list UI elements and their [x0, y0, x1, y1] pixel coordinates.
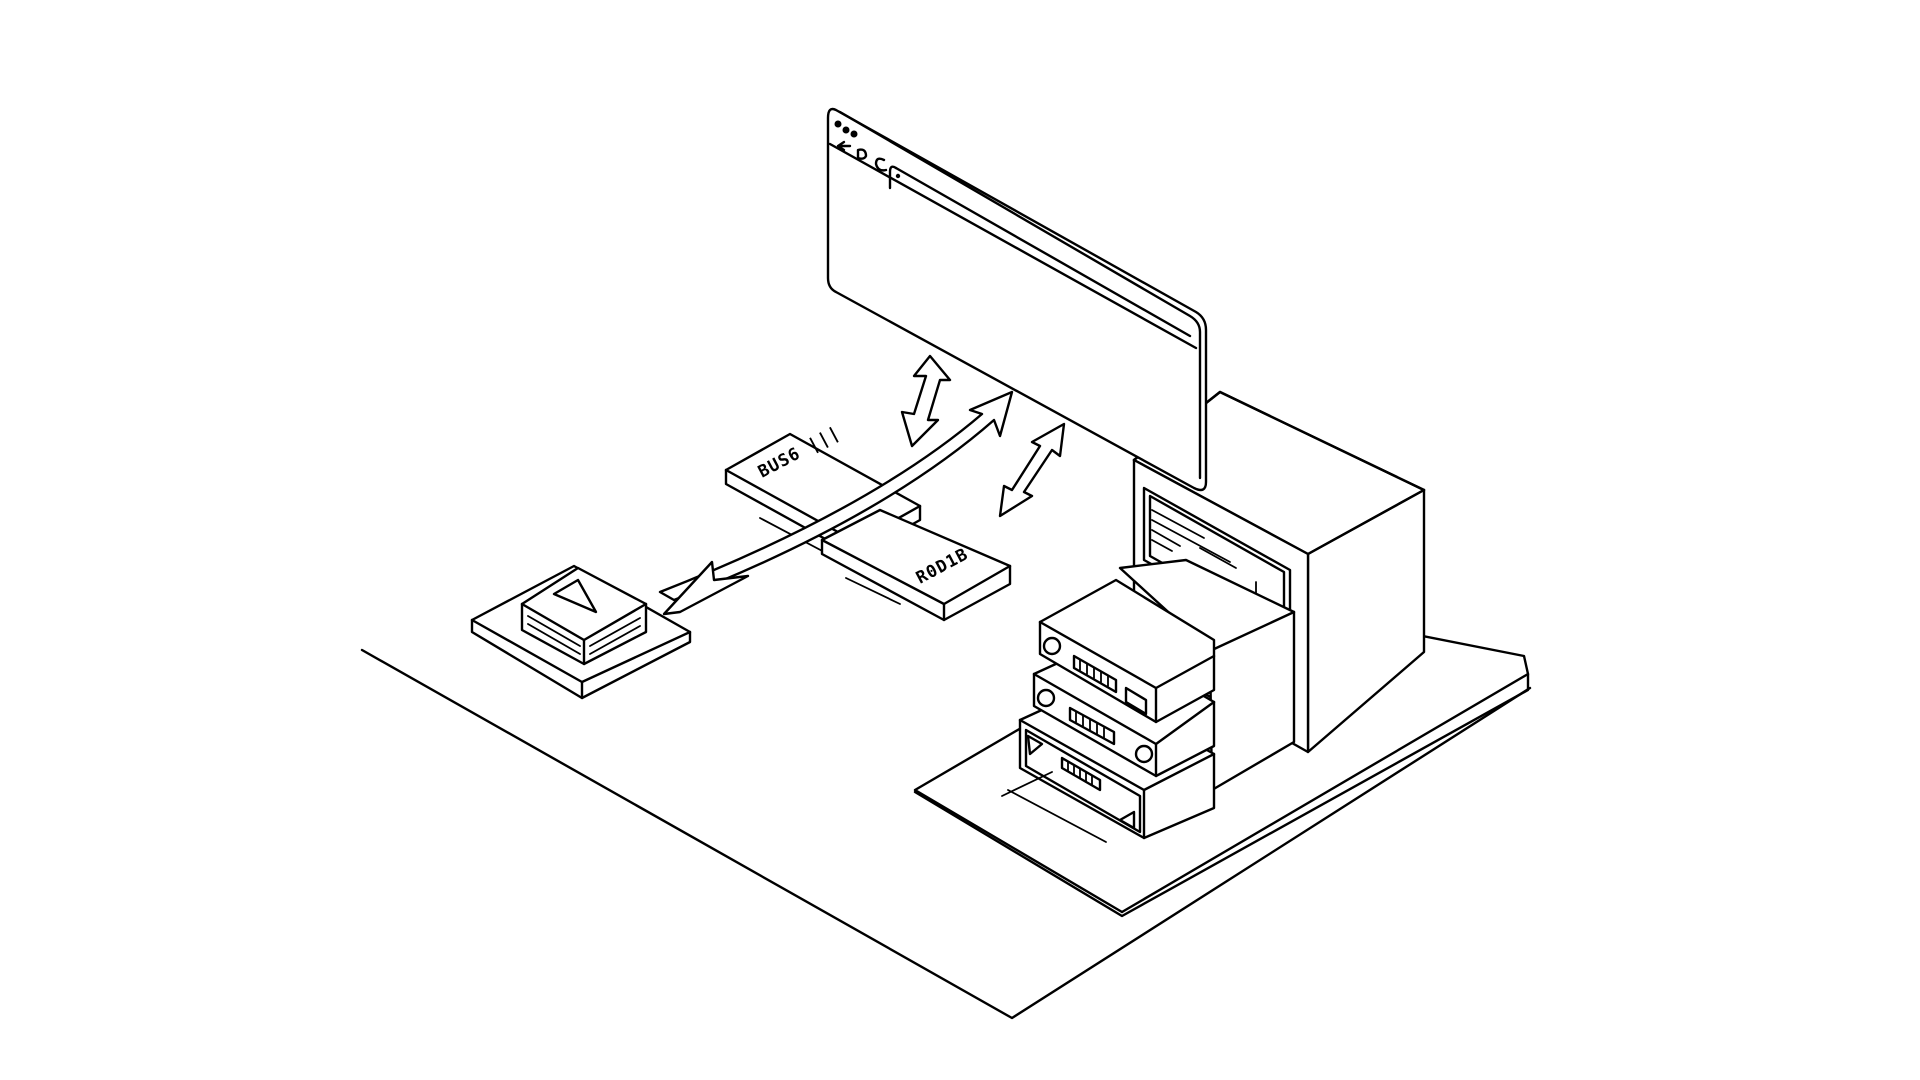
window-dot [850, 130, 858, 138]
play-triangle-icon [1026, 734, 1044, 756]
vent-grille [1072, 654, 1118, 694]
block-shadow [845, 577, 901, 605]
client-device [470, 564, 692, 700]
vent-grille [1060, 756, 1102, 792]
floor-outline [360, 648, 1532, 1020]
stack-shadow [1007, 789, 1107, 843]
window-dot [842, 126, 850, 134]
reload-icon[interactable] [874, 157, 888, 172]
power-button-icon [1042, 636, 1062, 656]
vent-grille [1068, 706, 1116, 746]
back-arrow-icon[interactable] [836, 140, 852, 152]
server-unit-1 [1038, 578, 1216, 724]
data-block-2: R0D1B [820, 508, 1012, 622]
arrow-browser-to-device [658, 390, 1014, 616]
power-button-icon [1036, 688, 1056, 708]
window-dot [834, 120, 842, 128]
status-panel [1124, 686, 1148, 716]
play-triangle-icon [1118, 810, 1136, 830]
power-button-icon [1134, 744, 1154, 764]
play-triangle-icon [552, 578, 598, 614]
arrow-browser-to-server [998, 422, 1066, 518]
arrow-browser-to-block [900, 354, 952, 448]
address-bar-dot [895, 173, 901, 179]
stack-shadow [1001, 771, 1053, 797]
forward-icon[interactable] [856, 148, 868, 160]
browser-window [826, 107, 1208, 492]
